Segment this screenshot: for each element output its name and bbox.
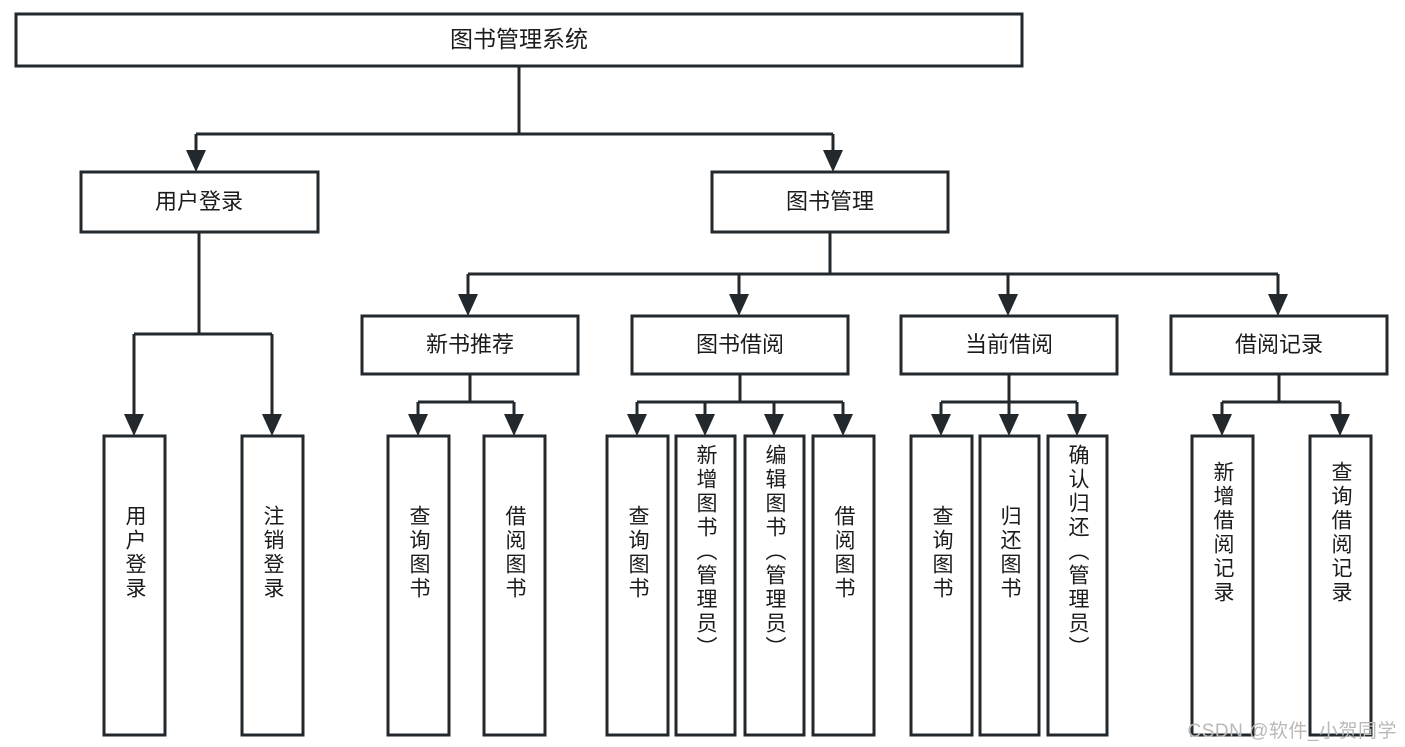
connector-userlogin-to-leaves (124, 232, 282, 436)
node-root[interactable]: 图书管理系统 (14, 12, 1024, 68)
node-leaf-confirm-return[interactable] (1046, 434, 1109, 737)
node-book-manage[interactable]: 图书管理 (710, 170, 950, 234)
connector-borrowrecord-to-leaves (1212, 374, 1350, 436)
node-leaf-borrow-book-2[interactable] (811, 434, 876, 737)
node-leaf-logout[interactable] (240, 434, 305, 737)
node-current-borrow[interactable]: 当前借阅 (899, 314, 1119, 376)
node-book-borrow[interactable]: 图书借阅 (630, 314, 850, 376)
node-leaf-query-book-2[interactable] (605, 434, 670, 737)
node-leaf-add-record[interactable] (1190, 434, 1255, 737)
node-borrow-record[interactable]: 借阅记录 (1169, 314, 1389, 376)
node-user-login[interactable]: 用户登录 (79, 170, 320, 234)
connector-bookborrow-to-leaves (627, 374, 853, 436)
node-leaf-query-book-3[interactable] (909, 434, 974, 737)
node-current-borrow-label: 当前借阅 (965, 332, 1053, 357)
node-book-borrow-label: 图书借阅 (696, 332, 784, 357)
node-leaf-return-book[interactable] (978, 434, 1041, 737)
watermark-text: CSDN @软件_小贺同学 (1187, 721, 1397, 742)
node-leaf-add-book[interactable] (674, 434, 737, 737)
node-new-book-rec-label: 新书推荐 (426, 332, 514, 357)
node-leaf-query-book-1[interactable] (386, 434, 451, 737)
node-leaf-borrow-book-1[interactable] (482, 434, 547, 737)
connector-root-to-level2 (186, 66, 843, 172)
node-leaf-user-login[interactable] (102, 434, 167, 737)
node-leaf-query-record[interactable] (1308, 434, 1373, 737)
node-borrow-record-label: 借阅记录 (1235, 332, 1323, 357)
node-user-login-label: 用户登录 (155, 189, 243, 214)
node-root-label: 图书管理系统 (450, 26, 588, 52)
node-new-book-rec[interactable]: 新书推荐 (360, 314, 580, 376)
connector-bookmanage-to-level3 (458, 232, 1288, 316)
node-book-manage-label: 图书管理 (786, 189, 874, 214)
node-leaf-edit-book[interactable] (743, 434, 806, 737)
connector-currentborrow-to-leaves (931, 374, 1087, 436)
connector-newbook-to-leaves (408, 374, 524, 436)
